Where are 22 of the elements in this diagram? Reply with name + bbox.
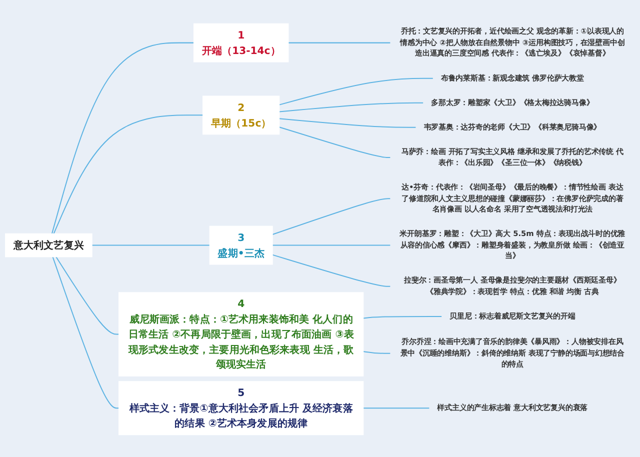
node-box xyxy=(209,226,273,265)
connector xyxy=(92,244,210,246)
connector xyxy=(279,118,416,128)
connector xyxy=(272,254,390,287)
connector xyxy=(51,42,194,234)
node-box xyxy=(118,292,364,376)
connector xyxy=(56,256,119,335)
connector xyxy=(288,42,390,44)
connector xyxy=(272,244,390,246)
node-box xyxy=(193,23,289,62)
connector xyxy=(279,78,433,106)
connector xyxy=(363,351,390,354)
connector xyxy=(52,256,119,409)
connector xyxy=(53,114,203,234)
connector xyxy=(363,408,430,409)
node-box xyxy=(202,96,280,135)
connector xyxy=(272,198,390,235)
connector xyxy=(279,126,390,158)
node-box xyxy=(5,233,92,258)
connector xyxy=(363,316,442,319)
connector xyxy=(279,102,424,112)
node-box xyxy=(118,381,364,436)
